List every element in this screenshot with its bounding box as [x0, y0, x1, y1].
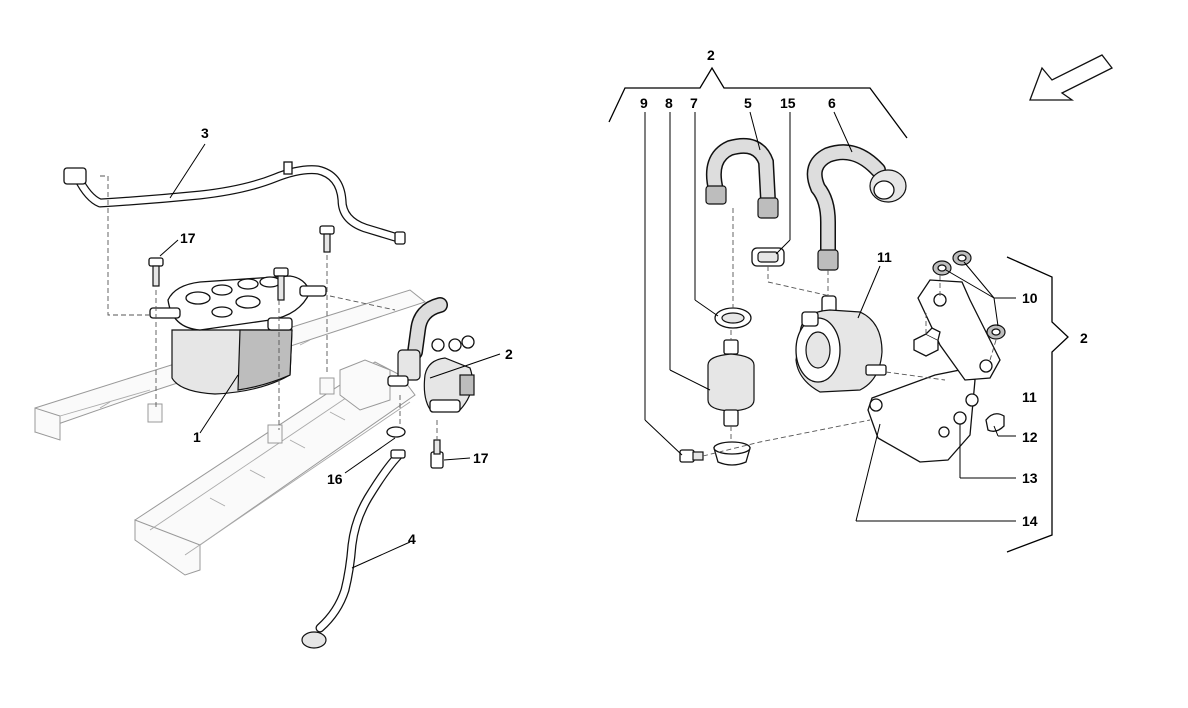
- clamp-15: [751, 247, 785, 267]
- pump-11: [795, 295, 887, 393]
- bolt-17-lower: [430, 439, 444, 469]
- hose-6: [806, 144, 907, 271]
- right-assembly-dashes: [702, 208, 997, 457]
- callout-6: 6: [828, 95, 836, 111]
- clamp-16: [386, 426, 406, 438]
- callout-11-lower: 11: [1022, 389, 1037, 405]
- right-leaders: [644, 111, 1016, 522]
- callout-labels: 1 2 3 4 16 17 17 2 9 8 7 5 15 6 11 10 2 …: [180, 47, 1088, 547]
- left-leaders: [159, 143, 501, 569]
- hose-4: [301, 449, 406, 649]
- nuts-small: [913, 327, 1005, 438]
- bolt-17-rear: [319, 225, 335, 253]
- clamp-7: [714, 307, 752, 329]
- top-brace: [608, 66, 908, 139]
- right-brace: [1006, 256, 1069, 553]
- callout-12: 12: [1022, 429, 1038, 445]
- arrow-down-left-icon: [1029, 54, 1113, 101]
- callout-17-lower: 17: [473, 450, 489, 466]
- left-assembly-dashes: [100, 175, 438, 440]
- callout-9: 9: [640, 95, 648, 111]
- callout-15: 15: [780, 95, 796, 111]
- callout-16: 16: [327, 471, 343, 487]
- callout-13: 13: [1022, 470, 1038, 486]
- callout-2-top: 2: [707, 47, 715, 63]
- callout-4: 4: [408, 531, 416, 547]
- callout-2-right: 2: [1080, 330, 1088, 346]
- callout-8: 8: [665, 95, 673, 111]
- callout-3: 3: [201, 125, 209, 141]
- screw-9: [679, 449, 704, 463]
- hose-5: [705, 137, 779, 219]
- bracket-14: [867, 279, 1001, 463]
- callout-1: 1: [193, 429, 201, 445]
- callout-11-upper: 11: [877, 249, 892, 265]
- callout-10: 10: [1022, 290, 1038, 306]
- bolt-17-center: [273, 267, 289, 301]
- hose-3: [63, 161, 406, 245]
- bolt-17-upper: [148, 257, 164, 287]
- callout-5: 5: [744, 95, 752, 111]
- filter-8: [707, 339, 755, 427]
- callout-7: 7: [690, 95, 698, 111]
- pump-assembly-2: [387, 297, 475, 413]
- canister-1: [149, 275, 327, 395]
- callout-14: 14: [1022, 513, 1038, 529]
- grommets-10: [932, 250, 1006, 340]
- callout-17-upper: 17: [180, 230, 196, 246]
- callout-2-left: 2: [505, 346, 513, 362]
